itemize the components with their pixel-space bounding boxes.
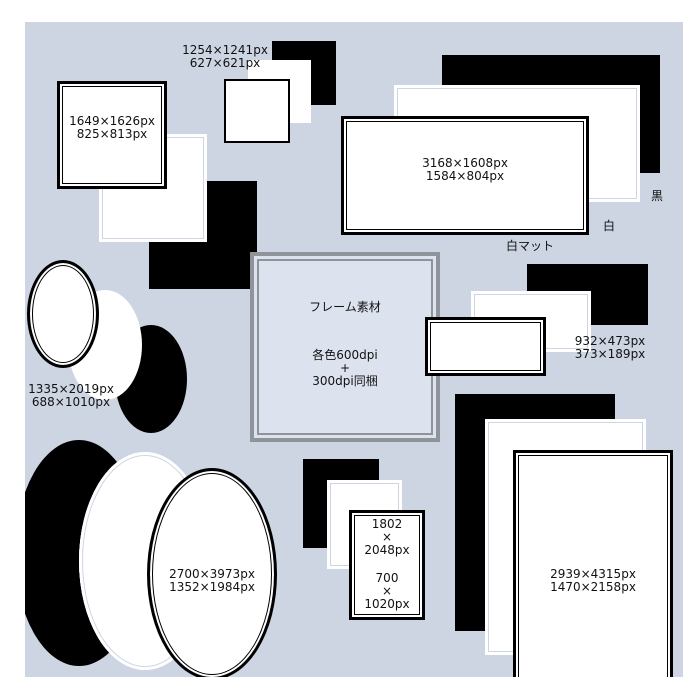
oval-large-size-label-1: 2700×3973px bbox=[169, 567, 255, 581]
oval-small-size-label-1: 1335×2019px bbox=[28, 382, 114, 396]
portrait-small-size-label-3: 2048px bbox=[364, 543, 410, 557]
oval-small-white-mat-frame bbox=[27, 260, 99, 368]
portrait-small-size-label-6: 1020px bbox=[364, 597, 410, 611]
portrait-large-size-label-2: 1470×2158px bbox=[550, 580, 636, 594]
portrait-small-size-label-2: × bbox=[381, 530, 393, 544]
small-square-white-mat-frame bbox=[224, 79, 290, 143]
square-white-mat-frame bbox=[57, 81, 167, 189]
square-size-label-1: 1649×1626px bbox=[69, 114, 155, 128]
portrait-large-white-mat-frame bbox=[513, 450, 673, 677]
center-info-panel: フレーム素材 各色600dpi + 300dpi同梱 bbox=[250, 252, 440, 442]
center-line-2: + bbox=[339, 361, 351, 375]
center-title: フレーム素材 bbox=[309, 300, 381, 314]
wide-white-mat-frame bbox=[341, 116, 589, 235]
black-color-label: 黒 bbox=[650, 189, 663, 203]
oval-large-size-label-2: 1352×1984px bbox=[169, 580, 255, 594]
white-color-label: 白 bbox=[602, 219, 615, 233]
wide-size-label-2: 1584×804px bbox=[425, 169, 505, 183]
portrait-small-white-mat-frame bbox=[349, 510, 425, 620]
portrait-large-size-label-1: 2939×4315px bbox=[550, 567, 636, 581]
canvas-background: 1254×1241px 627×621px 1649×1626px 825×81… bbox=[25, 22, 683, 677]
portrait-small-size-label-5: × bbox=[381, 584, 393, 598]
small-wide-size-label-2: 373×189px bbox=[574, 347, 646, 361]
white-mat-color-label: 白マット bbox=[505, 239, 554, 253]
oval-small-size-label-2: 688×1010px bbox=[31, 395, 111, 409]
small-wide-white-mat-frame bbox=[425, 317, 546, 376]
small-square-size-label-1: 1254×1241px bbox=[182, 43, 268, 57]
small-square-size-label-2: 627×621px bbox=[189, 56, 261, 70]
oval-large-white-mat-frame bbox=[147, 468, 277, 677]
portrait-small-size-label-1: 1802 bbox=[371, 517, 403, 531]
square-size-label-2: 825×813px bbox=[76, 127, 148, 141]
small-wide-size-label-1: 932×473px bbox=[574, 334, 646, 348]
wide-size-label-1: 3168×1608px bbox=[422, 156, 508, 170]
center-line-3: 300dpi同梱 bbox=[312, 374, 378, 388]
center-line-1: 各色600dpi bbox=[312, 348, 378, 362]
portrait-small-size-label-4: 700 bbox=[375, 571, 399, 585]
